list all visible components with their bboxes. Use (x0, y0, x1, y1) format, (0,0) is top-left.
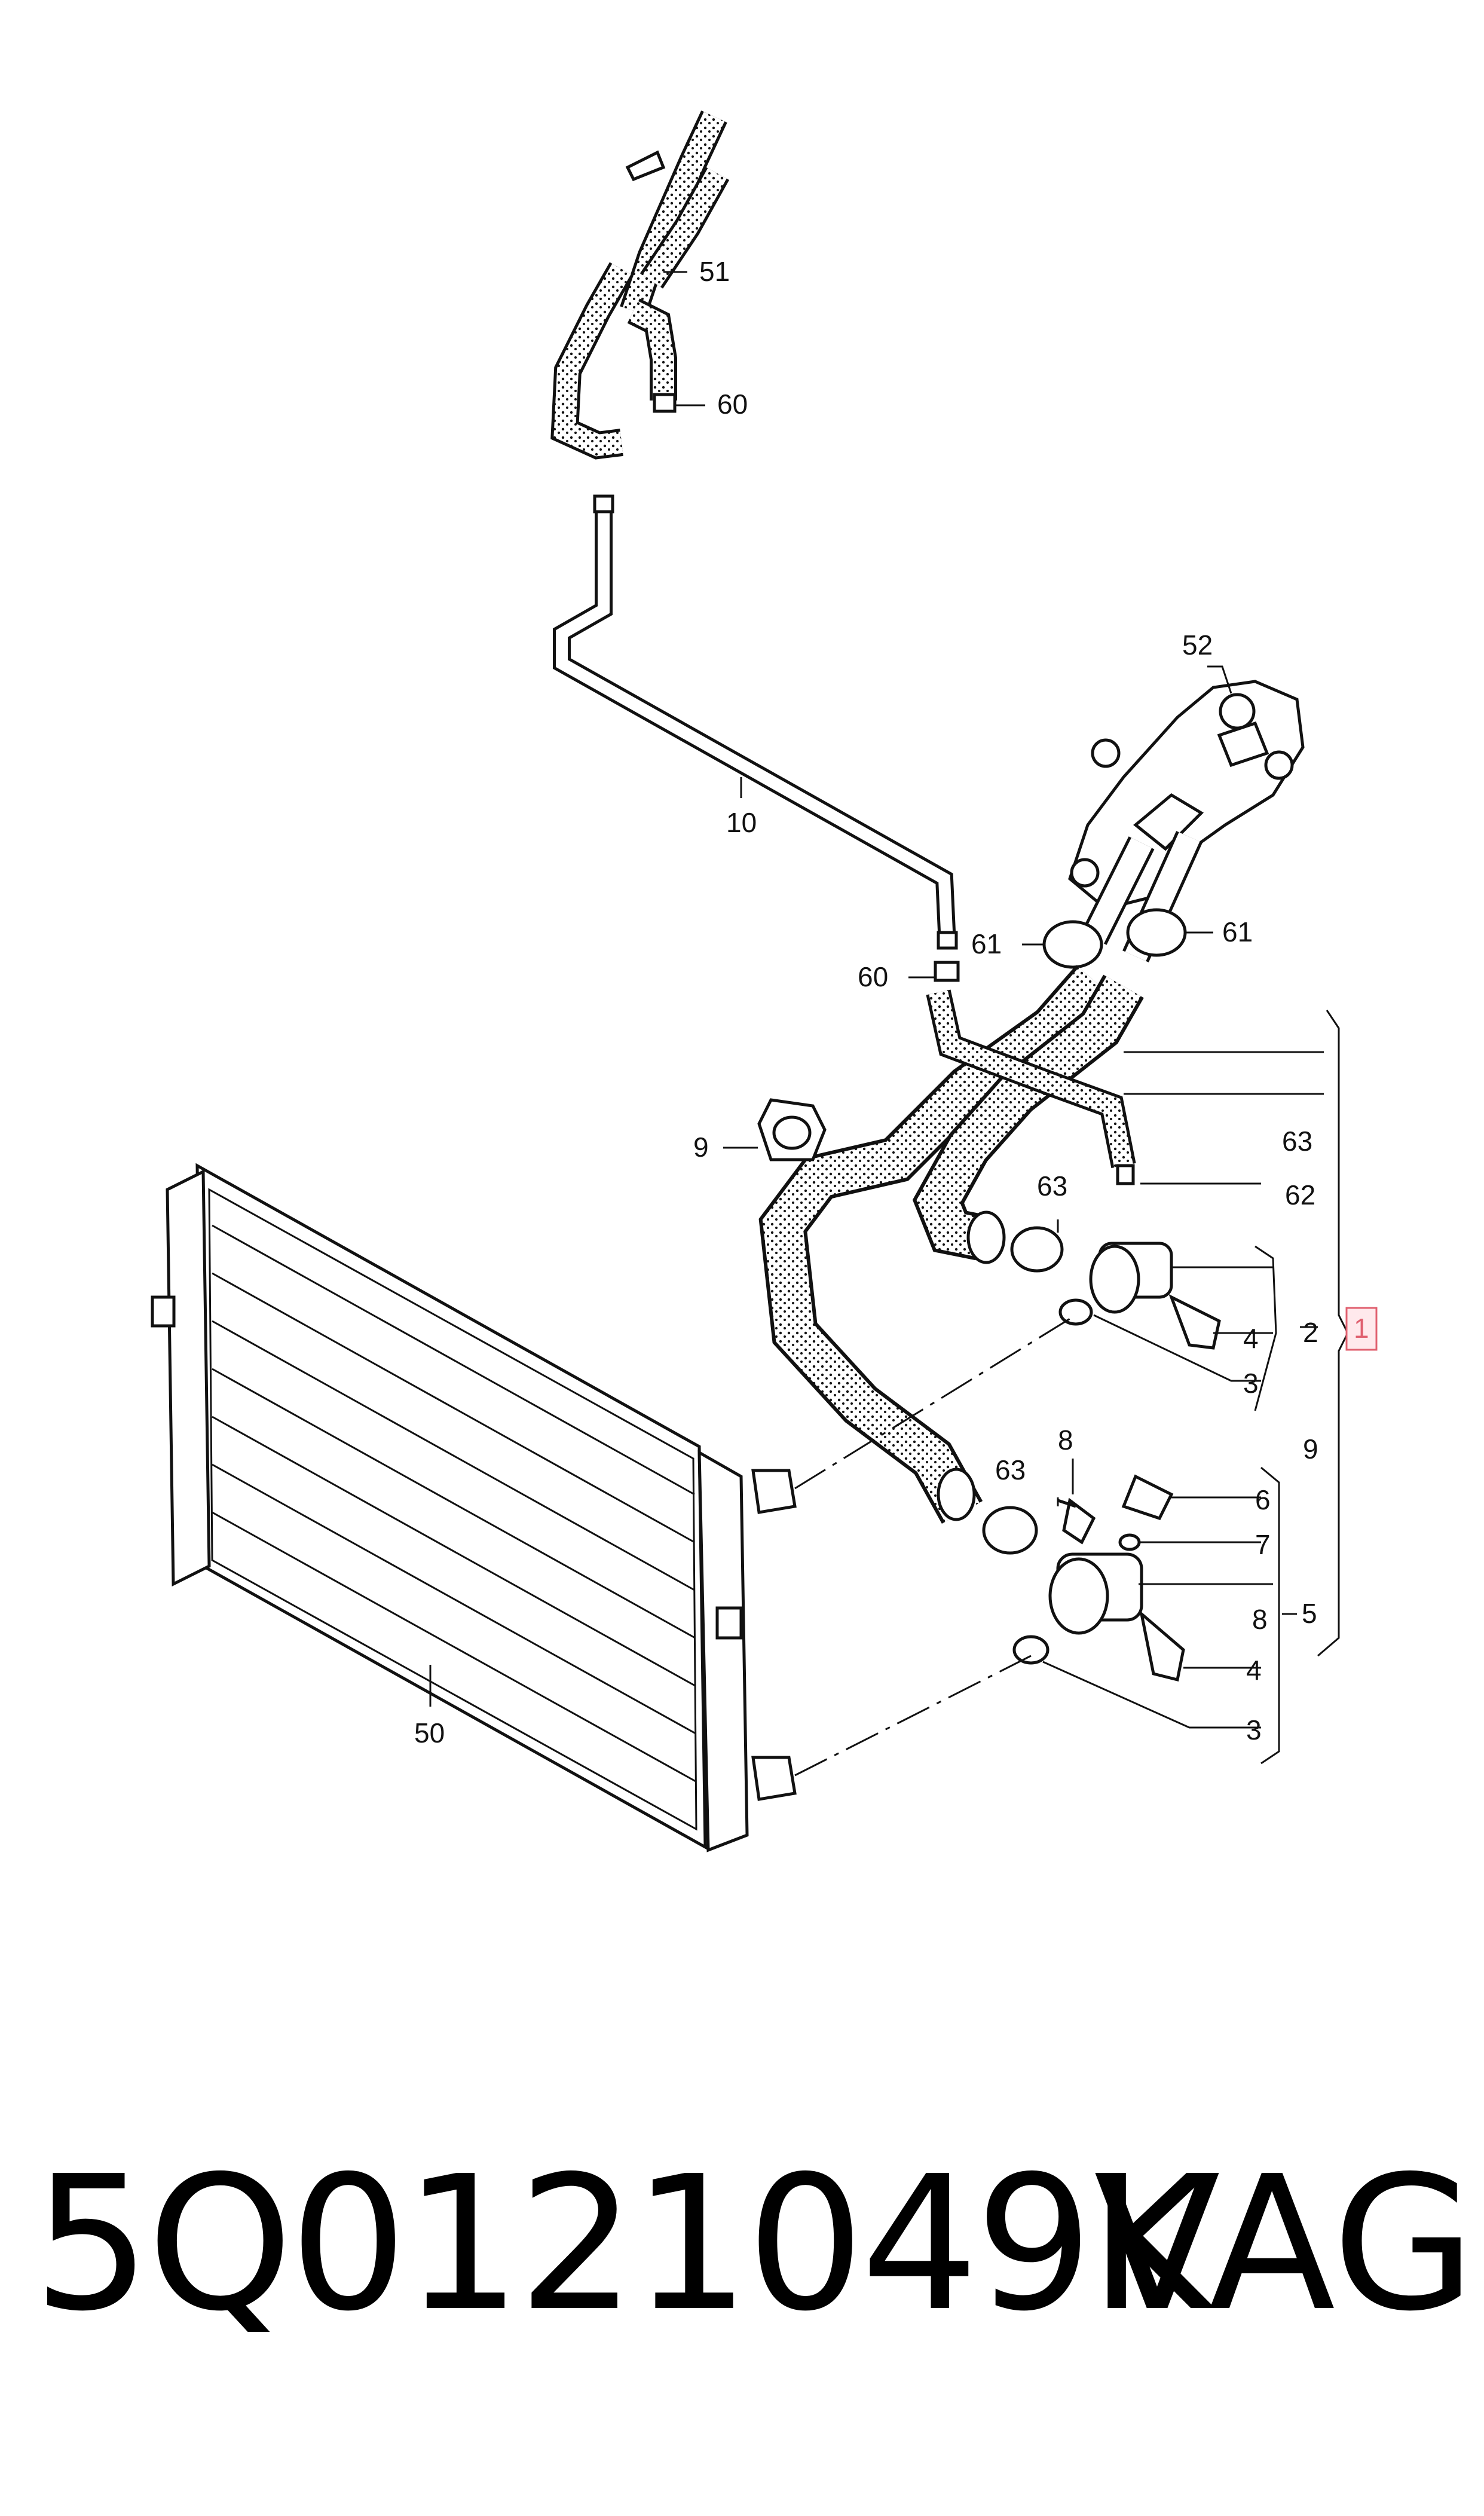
callout-1: 1 (1354, 1313, 1369, 1344)
callout-3: 3 (1246, 1714, 1262, 1745)
callout-52: 52 (1182, 629, 1213, 661)
callout-10: 10 (726, 807, 757, 838)
hose-clamps-61 (1042, 908, 1187, 969)
brand-label: VAG (1094, 2136, 1476, 2352)
upper-flange-assembly (1010, 1164, 1221, 1350)
alignment-lines (794, 1314, 1076, 1777)
thermostat-housing (1068, 680, 1305, 962)
hose-connector-icon (625, 150, 666, 182)
callout-63: 63 (995, 1454, 1026, 1485)
callout-9: 9 (1303, 1433, 1318, 1465)
hose-clamp-icon (653, 393, 677, 413)
callout-51: 51 (699, 256, 730, 287)
callout-60: 60 (717, 389, 748, 420)
callout-61: 61 (1222, 916, 1253, 947)
callout-5: 5 (1302, 1598, 1317, 1629)
callout-4: 4 (1246, 1655, 1262, 1686)
part-number: 5Q0121049K (33, 2136, 1211, 2352)
o-ring-icon (1058, 1298, 1093, 1326)
hose-holder-9 (757, 1098, 827, 1161)
callout-6: 6 (1255, 1484, 1271, 1515)
lower-outlet-icon (751, 1756, 797, 1801)
seal-ring-icon (1118, 1533, 1141, 1551)
callout-4: 4 (1243, 1323, 1259, 1354)
hose-clamp-icon (934, 961, 960, 982)
coolant-pipe (553, 494, 960, 982)
temperature-sensor-icon (1121, 1474, 1174, 1521)
upper-hose-assembly (550, 110, 730, 460)
callout-8: 8 (1058, 1424, 1073, 1456)
hose-clamp-icon (1116, 1164, 1135, 1185)
mount-bracket-icon (151, 1295, 176, 1328)
lower-flange-assembly (982, 1474, 1185, 1682)
spring-clamp-icon (982, 1506, 1038, 1555)
callout-50: 50 (414, 1717, 445, 1748)
callout-8: 8 (1252, 1604, 1268, 1635)
radiator (151, 1163, 797, 1852)
callout-labels: 51 60 52 10 61 61 60 63 9 63 62 2 4 1 3 … (414, 256, 1378, 1748)
retaining-clip-icon (1062, 1497, 1096, 1545)
callout-62: 62 (1285, 1179, 1315, 1210)
callout-7: 7 (1255, 1529, 1271, 1560)
callout-3: 3 (1243, 1368, 1259, 1399)
callout-61: 61 (971, 928, 1002, 959)
radiator-fins (212, 1224, 696, 1783)
spring-clamp-icon (1126, 908, 1187, 957)
mount-bracket-icon (715, 1606, 743, 1640)
callout-63: 63 (1037, 1170, 1067, 1202)
callout-60: 60 (858, 961, 888, 992)
left-tank (166, 1169, 211, 1587)
connector-tab-icon (1139, 1610, 1185, 1682)
connector-tab-icon (1168, 1294, 1221, 1350)
o-ring-icon (1012, 1635, 1049, 1665)
callout-63: 63 (1282, 1126, 1312, 1157)
radiator-hoses (758, 965, 1144, 1524)
spring-clamp-icon (1042, 920, 1103, 969)
right-tank (697, 1450, 749, 1852)
callout-2: 2 (1303, 1317, 1318, 1348)
spring-clamp-icon (1010, 1226, 1064, 1273)
callout-9: 9 (693, 1132, 709, 1163)
upper-inlet-icon (751, 1469, 797, 1514)
highlight-box (1345, 1307, 1378, 1351)
